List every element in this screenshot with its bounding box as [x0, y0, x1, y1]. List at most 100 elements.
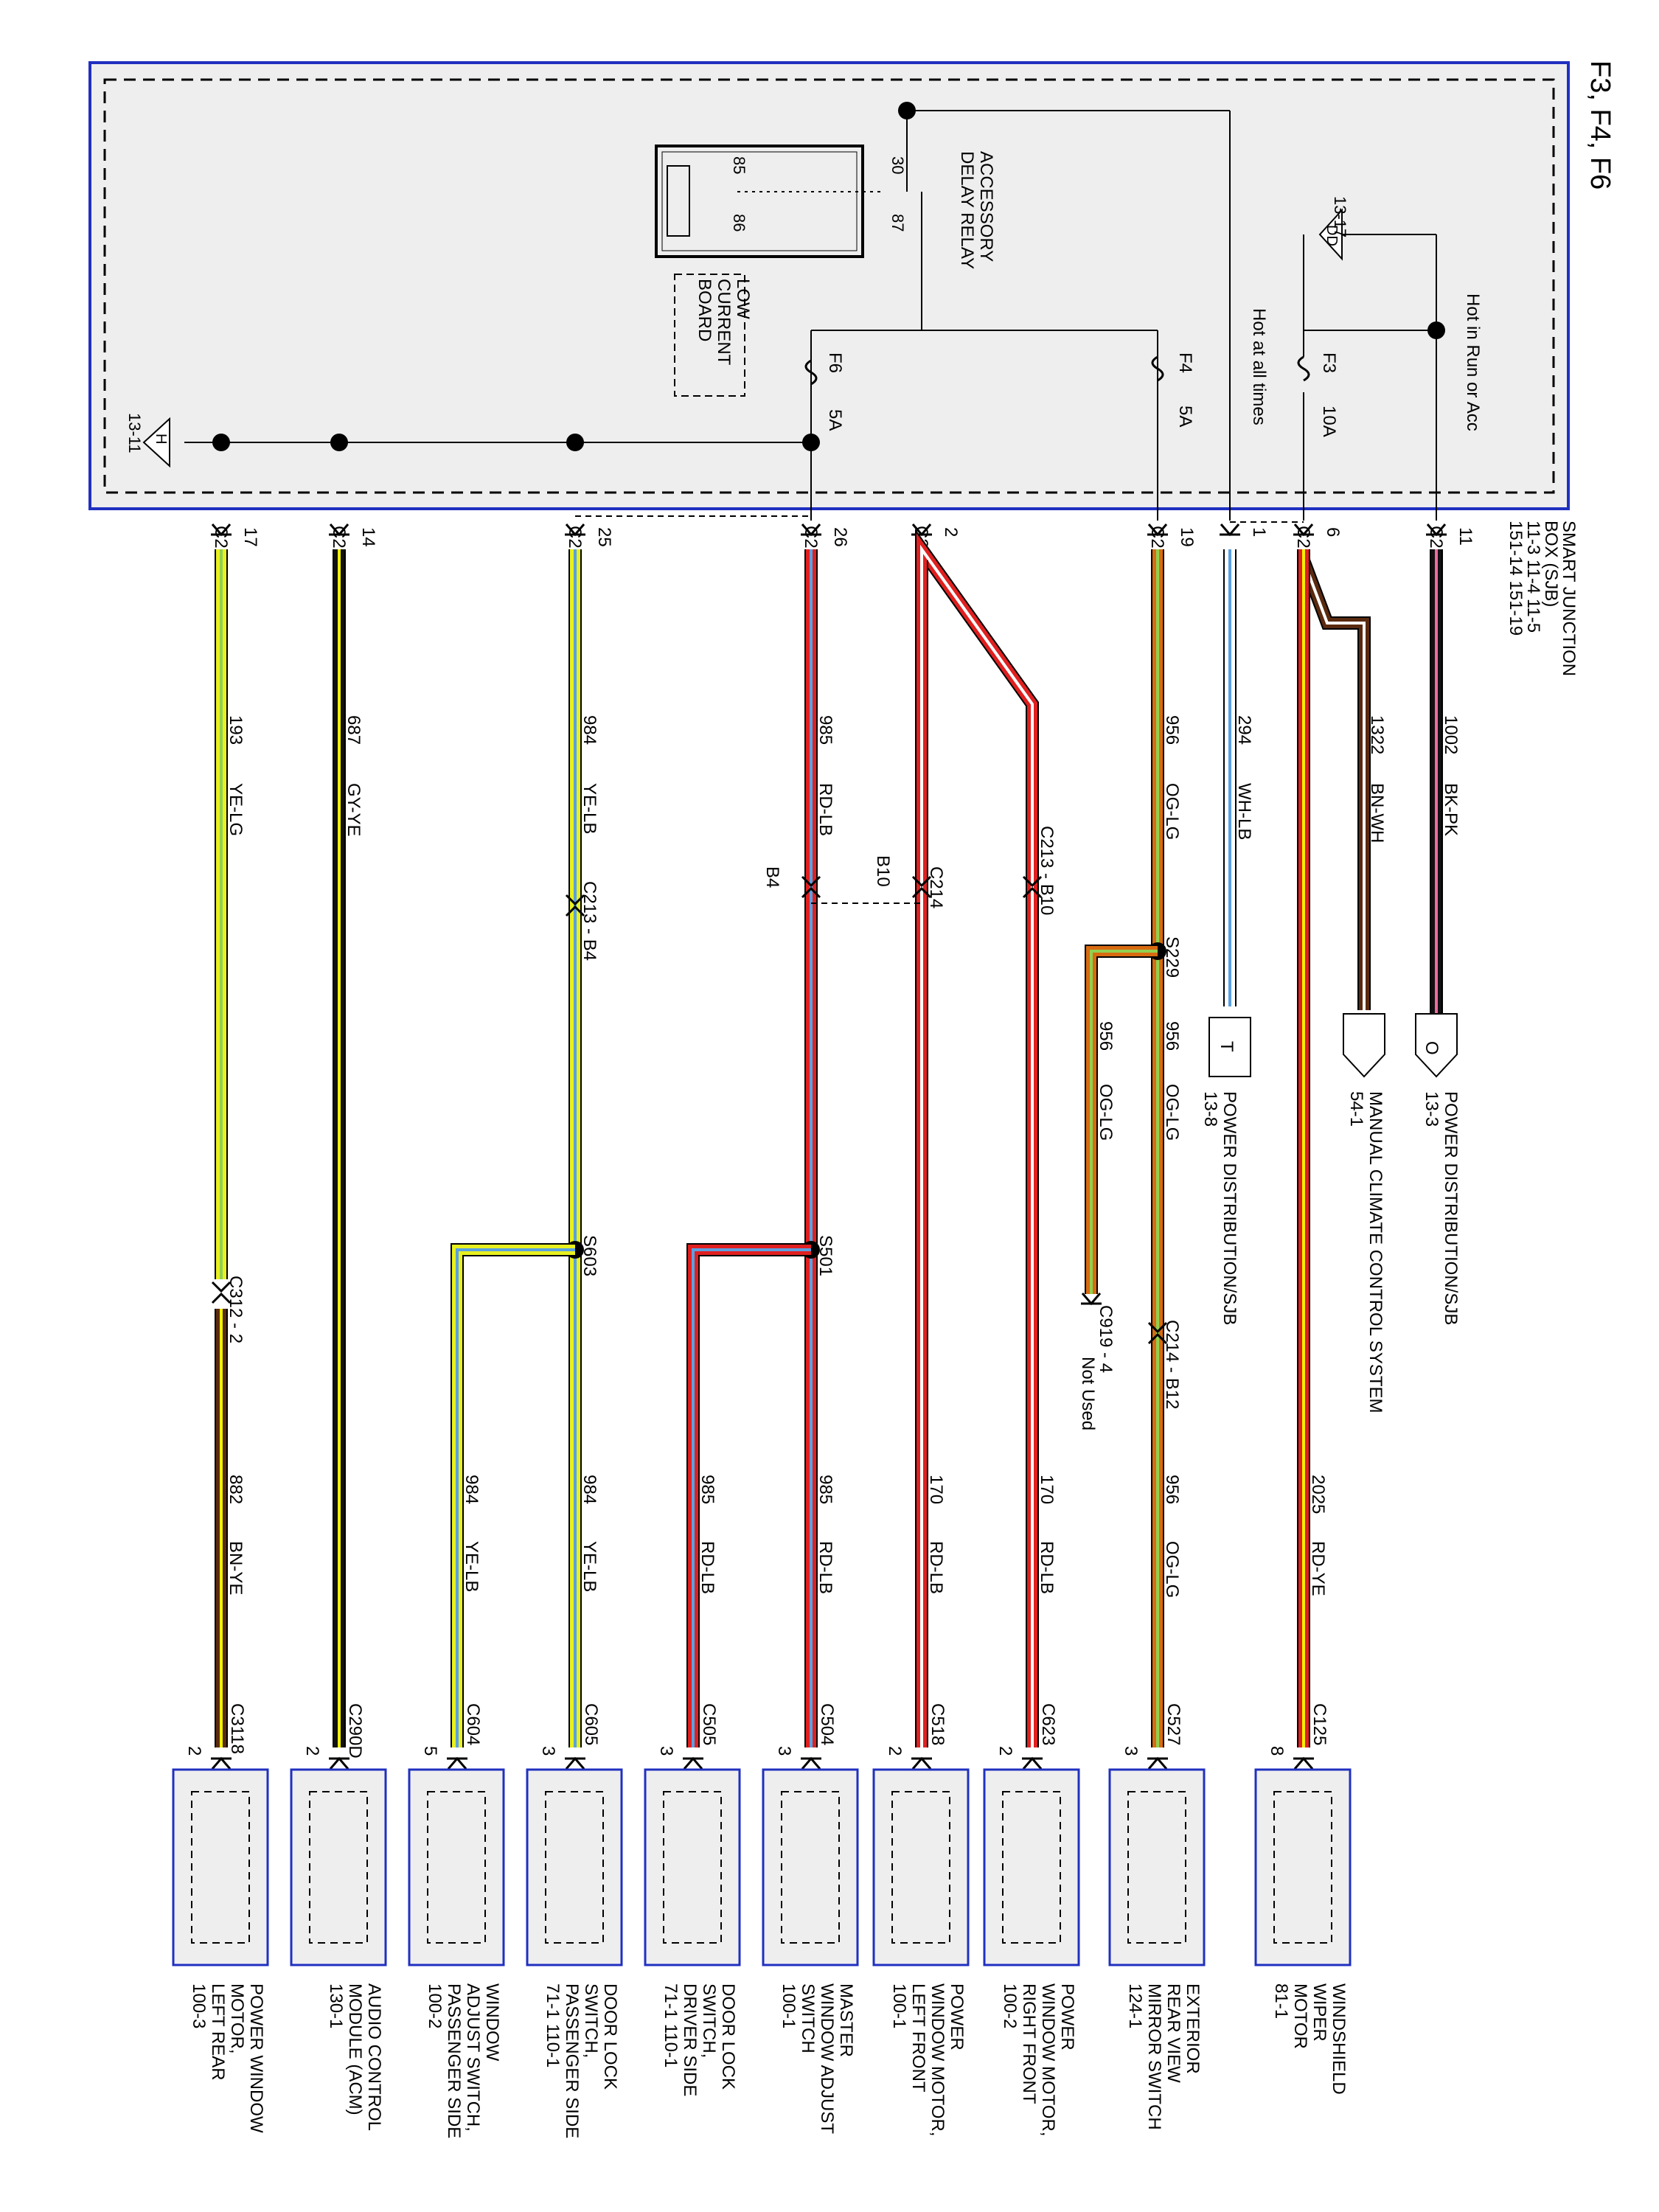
component-4-pin-arrow [801, 1756, 821, 1770]
wire-984-color-g: YE-LB [580, 783, 599, 834]
component-8-connector-g: C290D [345, 1703, 365, 1759]
connector-t-symbol: T [1217, 1041, 1237, 1052]
h-symbol: H [153, 434, 169, 444]
component-7-label-line-2: PASSENGER SIDE [444, 1983, 464, 2138]
component-9-label-line-3: 100-3 [189, 1983, 209, 2028]
component-3-label-line-0-g: POWER [947, 1983, 967, 2051]
c213-b10-male [1022, 875, 1043, 888]
component-9-label-line-1: MOTOR, [227, 1983, 247, 2054]
fuse-f6-amps: 5A [825, 409, 845, 431]
wire-984b-color: YE-LB [580, 1541, 599, 1592]
branch-984-color: YE-LB [462, 1541, 481, 1592]
component-8-connector: C290D [345, 1703, 365, 1759]
component-4-pin-g: 3 [774, 1746, 794, 1756]
component-3-label-line-3-g: 100-1 [889, 1983, 909, 2028]
component-1-label-line-3-g: 124-1 [1125, 1983, 1145, 2028]
component-3-connector: C518 [928, 1703, 947, 1745]
component-5-connector: C505 [699, 1703, 719, 1745]
connector-o-symbol-g: O [1422, 1041, 1441, 1055]
relay-label-line-1: DELAY RELAY [957, 151, 977, 269]
component-6-pin: 3 [538, 1746, 558, 1756]
pin-19-number-g: 19 [1177, 527, 1197, 547]
wire-882-circuit-g: 882 [226, 1475, 246, 1504]
wire-1002-color-g: BK-PK [1441, 783, 1461, 836]
component-9-pin-arrow [211, 1756, 232, 1770]
component-2-label-line-0-g: POWER [1057, 1983, 1077, 2051]
wire-170-lf-circuit: 170 [926, 1475, 946, 1504]
pin-17-number-g: 17 [240, 527, 260, 547]
relay-label-line-0-g: ACCESSORY [976, 151, 996, 262]
branch-985-circuit: 985 [698, 1475, 717, 1504]
relay-label-line-0: ACCESSORY [976, 151, 996, 262]
wire-1322-stripe [1302, 560, 1366, 1010]
pin-11-number: 11 [1455, 527, 1475, 546]
component-9-label-line-0-g: POWER WINDOW [246, 1983, 266, 2133]
dest-climate-line-0: MANUAL CLIMATE CONTROL SYSTEM [1366, 1091, 1385, 1413]
pin-2-number: 2 [941, 527, 961, 537]
relay-pin-30-g: 30 [888, 156, 907, 174]
h-node-3 [566, 434, 584, 451]
component-6-label-line-1: SWITCH, [581, 1983, 601, 2058]
c214-b12-male [1147, 1321, 1168, 1334]
wire-294-circuit: 294 [1234, 715, 1254, 745]
wire-294-circuit-g: 294 [1234, 715, 1254, 745]
component-6-box [526, 1768, 623, 1966]
pin-2-number-g: 2 [941, 527, 961, 537]
fuse-f6-amps-g: 5A [825, 409, 845, 431]
component-9-label-line-3-g: 100-3 [189, 1983, 209, 2028]
dest-power-dist-2-line-1: 13-8 [1200, 1091, 1220, 1127]
wire-193-circuit: 193 [226, 715, 246, 745]
branch-984-circuit-g: 984 [462, 1475, 481, 1504]
fuse-f4 [1151, 355, 1164, 382]
relay-box [655, 145, 864, 258]
component-2-label-line-3-g: 100-2 [1000, 1983, 1020, 2028]
component-7-pin-g: 5 [420, 1746, 440, 1756]
component-1-inner [1127, 1791, 1186, 1944]
component-2-connector: C623 [1038, 1703, 1058, 1745]
h-node-1 [212, 434, 230, 451]
component-0-connector: C125 [1310, 1703, 1329, 1745]
dd-ref: 13-17 [1331, 196, 1349, 237]
component-5-connector-g: C505 [699, 1703, 719, 1745]
component-2-label-line-2-g: RIGHT FRONT [1019, 1983, 1039, 2104]
pin-26-number: 26 [830, 527, 850, 547]
wire-984b-circuit-g: 984 [580, 1475, 599, 1504]
component-4-inner [781, 1791, 840, 1944]
component-9-connector-g: C3118 [227, 1703, 247, 1754]
component-0-label-line-1: WIPER [1310, 1983, 1329, 2042]
relay-pin-85: 85 [730, 156, 748, 174]
c919-pin [1081, 1293, 1102, 1306]
relay-pin-87-g: 87 [888, 214, 907, 232]
component-1-pin-g: 3 [1121, 1746, 1141, 1756]
low-current-board [674, 274, 745, 397]
board-label-line-2: BOARD [695, 279, 714, 341]
c214-b12-label: C214 - B12 [1162, 1320, 1182, 1409]
wire-985-color: RD-LB [815, 783, 835, 836]
connector-o [1415, 1013, 1458, 1078]
branch-984-color-g: YE-LB [462, 1541, 481, 1592]
fuse-f3 [1297, 355, 1310, 382]
wire-984-branch-stripe [456, 1248, 575, 1747]
fuse-f6-name: F6 [825, 352, 845, 373]
component-3-label-line-3: 100-1 [889, 1983, 909, 2028]
component-6-label-line-3: 71-1 110-1 [543, 1983, 563, 2067]
component-5-box [644, 1768, 741, 1966]
component-1-pin-arrow [1147, 1756, 1168, 1770]
wire-170-rf-color: RD-LB [1037, 1541, 1057, 1594]
component-0-connector-g: C125 [1310, 1703, 1329, 1745]
wire-1002-circuit-g: 1002 [1441, 715, 1461, 754]
wire-170-lf-circuit-g: 170 [926, 1475, 946, 1504]
branch-985-color-g: RD-LB [698, 1541, 717, 1594]
board-label-line-1: CURRENT [714, 279, 734, 366]
dest-climate-line-1-g: 54-1 [1346, 1091, 1366, 1127]
component-4-label-line-1: WINDOW ADJUST [817, 1983, 837, 2134]
component-9-label-line-2-g: LEFT REAR [208, 1983, 228, 2081]
component-8-pin: 2 [302, 1746, 322, 1756]
wire-193-color-g: YE-LG [226, 783, 246, 836]
dest-power-dist-1-line-0: POWER DISTRIBUTION/SJB [1441, 1091, 1461, 1325]
component-1-label-line-0: EXTERIOR [1183, 1983, 1203, 2074]
wire-687-circuit-g: 687 [344, 715, 364, 745]
fuse-f3-name-g: F3 [1319, 352, 1339, 373]
component-7-inner [427, 1791, 486, 1944]
